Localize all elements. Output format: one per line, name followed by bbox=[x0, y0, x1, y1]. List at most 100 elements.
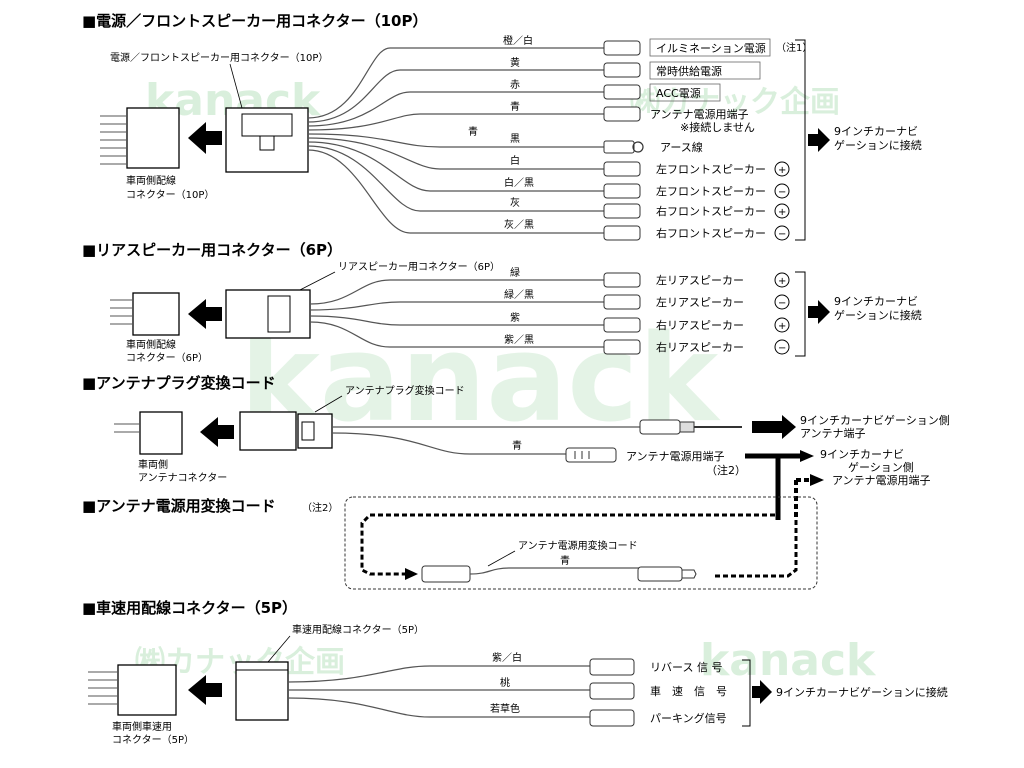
rear-vehicle-label-2: コネクター（6P） bbox=[126, 352, 208, 364]
antenna-terminal-label: アンテナ電源用端子 bbox=[626, 449, 725, 463]
power-label-illumination: イルミネーション電源 bbox=[656, 41, 766, 55]
rear-wire-color-4: 紫／黒 bbox=[504, 334, 534, 346]
speed-nav-label: 9インチカーナビゲーションに接続 bbox=[776, 685, 948, 699]
section-rear: ■リアスピーカー用コネクター（6P） リアスピーカー用コネクター（6P） 車両側… bbox=[82, 241, 922, 364]
rear-vehicle-label-1: 車両側配線 bbox=[126, 338, 176, 351]
power-branch-label: 青 bbox=[468, 125, 478, 138]
power-sign-3: + bbox=[778, 207, 786, 218]
power-connector-label: 電源／フロントスピーカー用コネクター（10P） bbox=[110, 51, 328, 64]
antenna-power-plug-right-icon bbox=[637, 566, 683, 582]
power-label-antenna-note: ※接続しません bbox=[680, 120, 755, 134]
power-wire-color-9: 灰／黒 bbox=[504, 218, 534, 231]
rear-vehicle-connector bbox=[132, 292, 180, 336]
power-label-lf-plus: 左フロントスピーカー bbox=[656, 163, 766, 176]
power-wire-color-7: 白／黒 bbox=[504, 176, 534, 189]
power-wire-color-5: 黒 bbox=[510, 133, 520, 145]
antenna-harness-box bbox=[239, 411, 297, 451]
rear-nav-arrow-icon bbox=[808, 300, 830, 324]
rear-wire-color-2: 緑／黒 bbox=[504, 288, 534, 301]
speed-wire-color-2: 桃 bbox=[500, 676, 510, 689]
power-wire-color-8: 灰 bbox=[510, 196, 520, 209]
antenna-terminal-note: （注2） bbox=[706, 463, 746, 477]
heading-power: ■電源／フロントスピーカー用コネクター（10P） bbox=[82, 12, 427, 30]
power-wire-color-2: 黄 bbox=[510, 56, 520, 69]
power-wire-color-3: 赤 bbox=[510, 79, 520, 91]
rear-wire-color-3: 紫 bbox=[510, 312, 520, 324]
power-vehicle-label-2: コネクター（10P） bbox=[126, 189, 214, 201]
antenna-nav-label-1: 9インチカーナビゲーション側 bbox=[800, 414, 950, 427]
speed-nav-arrow-icon bbox=[752, 680, 772, 704]
power-nav-arrow-icon bbox=[808, 128, 830, 152]
power-wire-color-6: 白 bbox=[510, 154, 520, 167]
antenna-vehicle-label-2: アンテナコネクター bbox=[138, 472, 227, 484]
speed-connector-label: 車速用配線コネクター（5P） bbox=[292, 623, 424, 636]
power-nav-label-2: ゲーションに接続 bbox=[834, 138, 922, 152]
ground-ring-icon bbox=[632, 141, 644, 153]
section-power: ■電源／フロントスピーカー用コネクター（10P） 電源／フロントスピーカー用コネ… bbox=[82, 12, 922, 241]
speed-wire-color-3: 若草色 bbox=[490, 702, 520, 715]
rear-label-rr-plus: 右リアスピーカー bbox=[656, 318, 744, 332]
antenna-power-cord-label: アンテナ電源用変換コード bbox=[518, 539, 638, 552]
power-arrow-icon bbox=[188, 122, 222, 154]
rear-sign-2: − bbox=[778, 298, 786, 309]
antenna-plug-connector bbox=[297, 413, 333, 449]
power-wire-color-1: 橙／白 bbox=[503, 34, 533, 47]
speed-arrow-icon bbox=[188, 675, 222, 705]
speed-label-speed: 車 速 信 号 bbox=[650, 684, 727, 698]
heading-antenna: ■アンテナプラグ変換コード bbox=[82, 374, 276, 392]
antenna-vehicle-connector bbox=[139, 411, 183, 455]
speed-vehicle-label-2: コネクター（5P） bbox=[112, 734, 194, 746]
heading-speed: ■車速用配線コネクター（5P） bbox=[82, 599, 297, 617]
antenna-power-heading-note: （注2） bbox=[302, 501, 338, 514]
antenna-power-plug-left-icon bbox=[421, 565, 471, 583]
section-antenna: ■アンテナプラグ変換コード アンテナプラグ変換コード 車両側 アンテナコネクター… bbox=[82, 374, 950, 520]
power-vehicle-label-1: 車両側配線 bbox=[126, 174, 176, 187]
antenna-power-terminal-icon bbox=[565, 447, 617, 463]
antenna-plug-icon bbox=[639, 419, 681, 435]
antenna-vehicle-label-1: 車両側 bbox=[138, 458, 168, 471]
power-note-1: （注1） bbox=[776, 41, 812, 54]
antenna-wire-color: 青 bbox=[512, 439, 522, 452]
speed-wire-color-1: 紫／白 bbox=[492, 651, 522, 664]
rear-sign-3: + bbox=[778, 321, 786, 332]
power-nav-label-1: 9インチカーナビ bbox=[834, 125, 918, 138]
power-sign-2: − bbox=[778, 187, 786, 198]
rear-nav-label-1: 9インチカーナビ bbox=[834, 295, 918, 308]
section-antenna-power: ■アンテナ電源用変換コード （注2） アンテナ電源用変換コード 青 bbox=[82, 496, 818, 590]
antenna-nav-power-label-2: ゲーション側 bbox=[848, 461, 914, 474]
rear-connector-label: リアスピーカー用コネクター（6P） bbox=[338, 261, 500, 273]
rear-label-lr-plus: 左リアスピーカー bbox=[656, 274, 744, 287]
section-speed: ■車速用配線コネクター（5P） 車速用配線コネクター（5P） 車両側車速用 コネ… bbox=[82, 599, 948, 746]
speed-vehicle-connector bbox=[117, 664, 177, 716]
rear-nav-label-2: ゲーションに接続 bbox=[834, 308, 922, 322]
heading-antenna-power: ■アンテナ電源用変換コード bbox=[82, 497, 276, 515]
power-label-antenna: アンテナ電源用端子 bbox=[650, 107, 749, 121]
rear-label-lr-minus: 左リアスピーカー bbox=[656, 296, 744, 309]
power-label-rf-plus: 右フロントスピーカー bbox=[656, 204, 766, 218]
antenna-nav-label-2: アンテナ端子 bbox=[800, 427, 866, 440]
power-sign-4: − bbox=[778, 229, 786, 240]
power-label-ground: アース線 bbox=[660, 140, 703, 154]
power-wire-color-4: 青 bbox=[510, 100, 520, 113]
power-label-constant: 常時供給電源 bbox=[656, 64, 722, 78]
watermark-kanack-3: kanack bbox=[700, 635, 877, 686]
antenna-arrow-icon bbox=[200, 417, 234, 447]
power-label-rf-minus: 右フロントスピーカー bbox=[656, 226, 766, 240]
antenna-power-wire-color: 青 bbox=[560, 554, 570, 567]
power-label-acc: ACC電源 bbox=[656, 86, 701, 100]
power-harness-connector bbox=[225, 107, 309, 173]
antenna-nav-power-label-1: 9インチカーナビ bbox=[820, 448, 904, 461]
heading-rear: ■リアスピーカー用コネクター（6P） bbox=[82, 241, 342, 259]
antenna-nav-arrow-icon bbox=[752, 415, 796, 439]
power-label-lf-minus: 左フロントスピーカー bbox=[656, 185, 766, 198]
power-sign-1: + bbox=[778, 165, 786, 176]
rear-wire-color-1: 緑 bbox=[510, 266, 520, 279]
speed-harness-connector bbox=[235, 661, 289, 721]
power-vehicle-connector bbox=[126, 107, 180, 169]
antenna-power-frame bbox=[344, 496, 818, 590]
antenna-connector-label: アンテナプラグ変換コード bbox=[345, 384, 465, 397]
speed-vehicle-label-1: 車両側車速用 bbox=[112, 720, 172, 733]
speed-label-reverse: リバース 信 号 bbox=[650, 661, 722, 674]
rear-sign-1: + bbox=[778, 276, 786, 287]
